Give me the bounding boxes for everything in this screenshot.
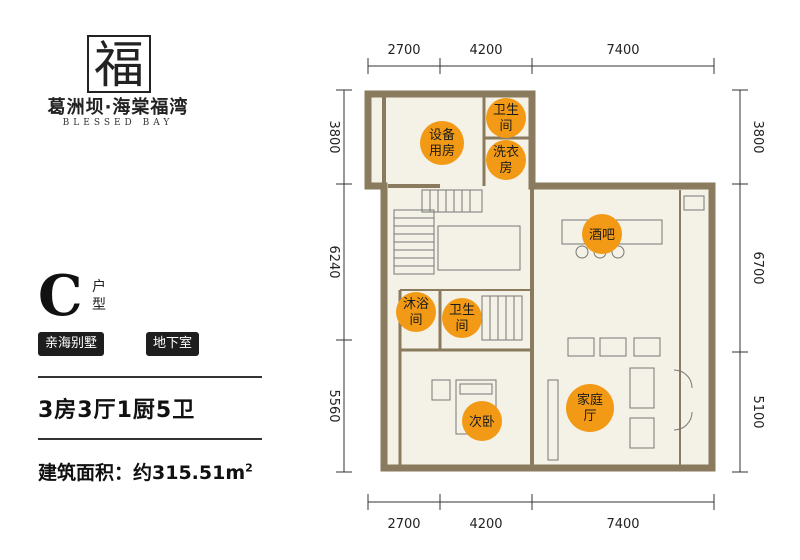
- info-panel: 福 葛洲坝·海棠福湾 BLESSED BAY C 户型 亲海别墅 地下室 3房3…: [0, 0, 300, 560]
- brand-name-en: BLESSED BAY: [62, 118, 174, 128]
- room-marker-shower: 沐浴 间: [396, 292, 436, 332]
- dim-left-3: 5560: [326, 389, 341, 422]
- dim-left-2: 6240: [326, 245, 341, 278]
- dim-top-2: 4200: [469, 43, 502, 58]
- room-label: 卫生: [493, 103, 519, 118]
- unit-type-label: 户型: [92, 279, 106, 313]
- dimension-top: 2700 4200 7400: [367, 43, 715, 74]
- dim-left-1: 3800: [326, 120, 341, 153]
- brand-logo-icon: 福: [87, 35, 151, 94]
- room-label: 间: [455, 319, 468, 334]
- dim-top-1: 2700: [387, 43, 420, 58]
- divider-top: [38, 376, 262, 378]
- dimension-right: 3800 6700 5100: [732, 89, 765, 473]
- tag-villa: 亲海别墅: [38, 332, 105, 356]
- room-marker-family: 家庭 厅: [566, 384, 614, 432]
- room-marker-equipment: 设备 用房: [420, 121, 464, 165]
- area-summary: 建筑面积：约315.51m2: [38, 458, 253, 485]
- dim-top-3: 7400: [606, 43, 639, 58]
- dim-right-3: 5100: [750, 395, 765, 428]
- room-label: 沐浴: [403, 297, 429, 312]
- dim-bottom-1: 2700: [387, 517, 420, 532]
- tag-basement: 地下室: [146, 332, 200, 356]
- building-walls: [364, 90, 716, 472]
- area-unit: 2: [245, 461, 253, 475]
- room-label: 厅: [583, 409, 596, 424]
- room-label: 卫生: [449, 303, 475, 318]
- room-label: 房: [499, 160, 512, 176]
- floor-plan: 2700 4200 7400 2700 4200 7400 3800 6240 …: [326, 43, 765, 532]
- room-label: 间: [409, 313, 422, 328]
- room-marker-bath2: 卫生 间: [442, 298, 482, 338]
- room-label: 酒吧: [589, 228, 615, 243]
- logo-char: 福: [94, 36, 144, 94]
- room-label: 间: [499, 119, 512, 134]
- dimension-bottom: 2700 4200 7400: [367, 494, 715, 532]
- unit-letter: C: [38, 263, 83, 329]
- room-markers: 设备 用房 卫生 间 洗衣 房 酒吧 沐浴 间 卫生 间 家庭: [396, 98, 622, 441]
- room-label: 次卧: [469, 414, 495, 430]
- dim-right-2: 6700: [750, 251, 765, 284]
- room-marker-bar: 酒吧: [582, 214, 622, 254]
- room-marker-laundry: 洗衣 房: [486, 140, 526, 180]
- dim-bottom-2: 4200: [469, 517, 502, 532]
- dimension-left: 3800 6240 5560: [326, 89, 352, 473]
- room-marker-bedroom: 次卧: [462, 401, 502, 441]
- room-label: 家庭: [577, 392, 603, 408]
- rooms-summary: 3房3厅1厨5卫: [38, 398, 196, 423]
- dim-right-1: 3800: [750, 120, 765, 153]
- room-marker-bath1: 卫生 间: [486, 98, 526, 138]
- room-label: 设备: [429, 127, 455, 143]
- divider-bottom: [38, 438, 262, 440]
- area-text: 建筑面积：约315.51m: [38, 462, 246, 484]
- room-label: 用房: [429, 143, 455, 159]
- brand-name: 葛洲坝·海棠福湾: [47, 97, 189, 118]
- room-label: 洗衣: [493, 144, 519, 160]
- dim-bottom-3: 7400: [606, 517, 639, 532]
